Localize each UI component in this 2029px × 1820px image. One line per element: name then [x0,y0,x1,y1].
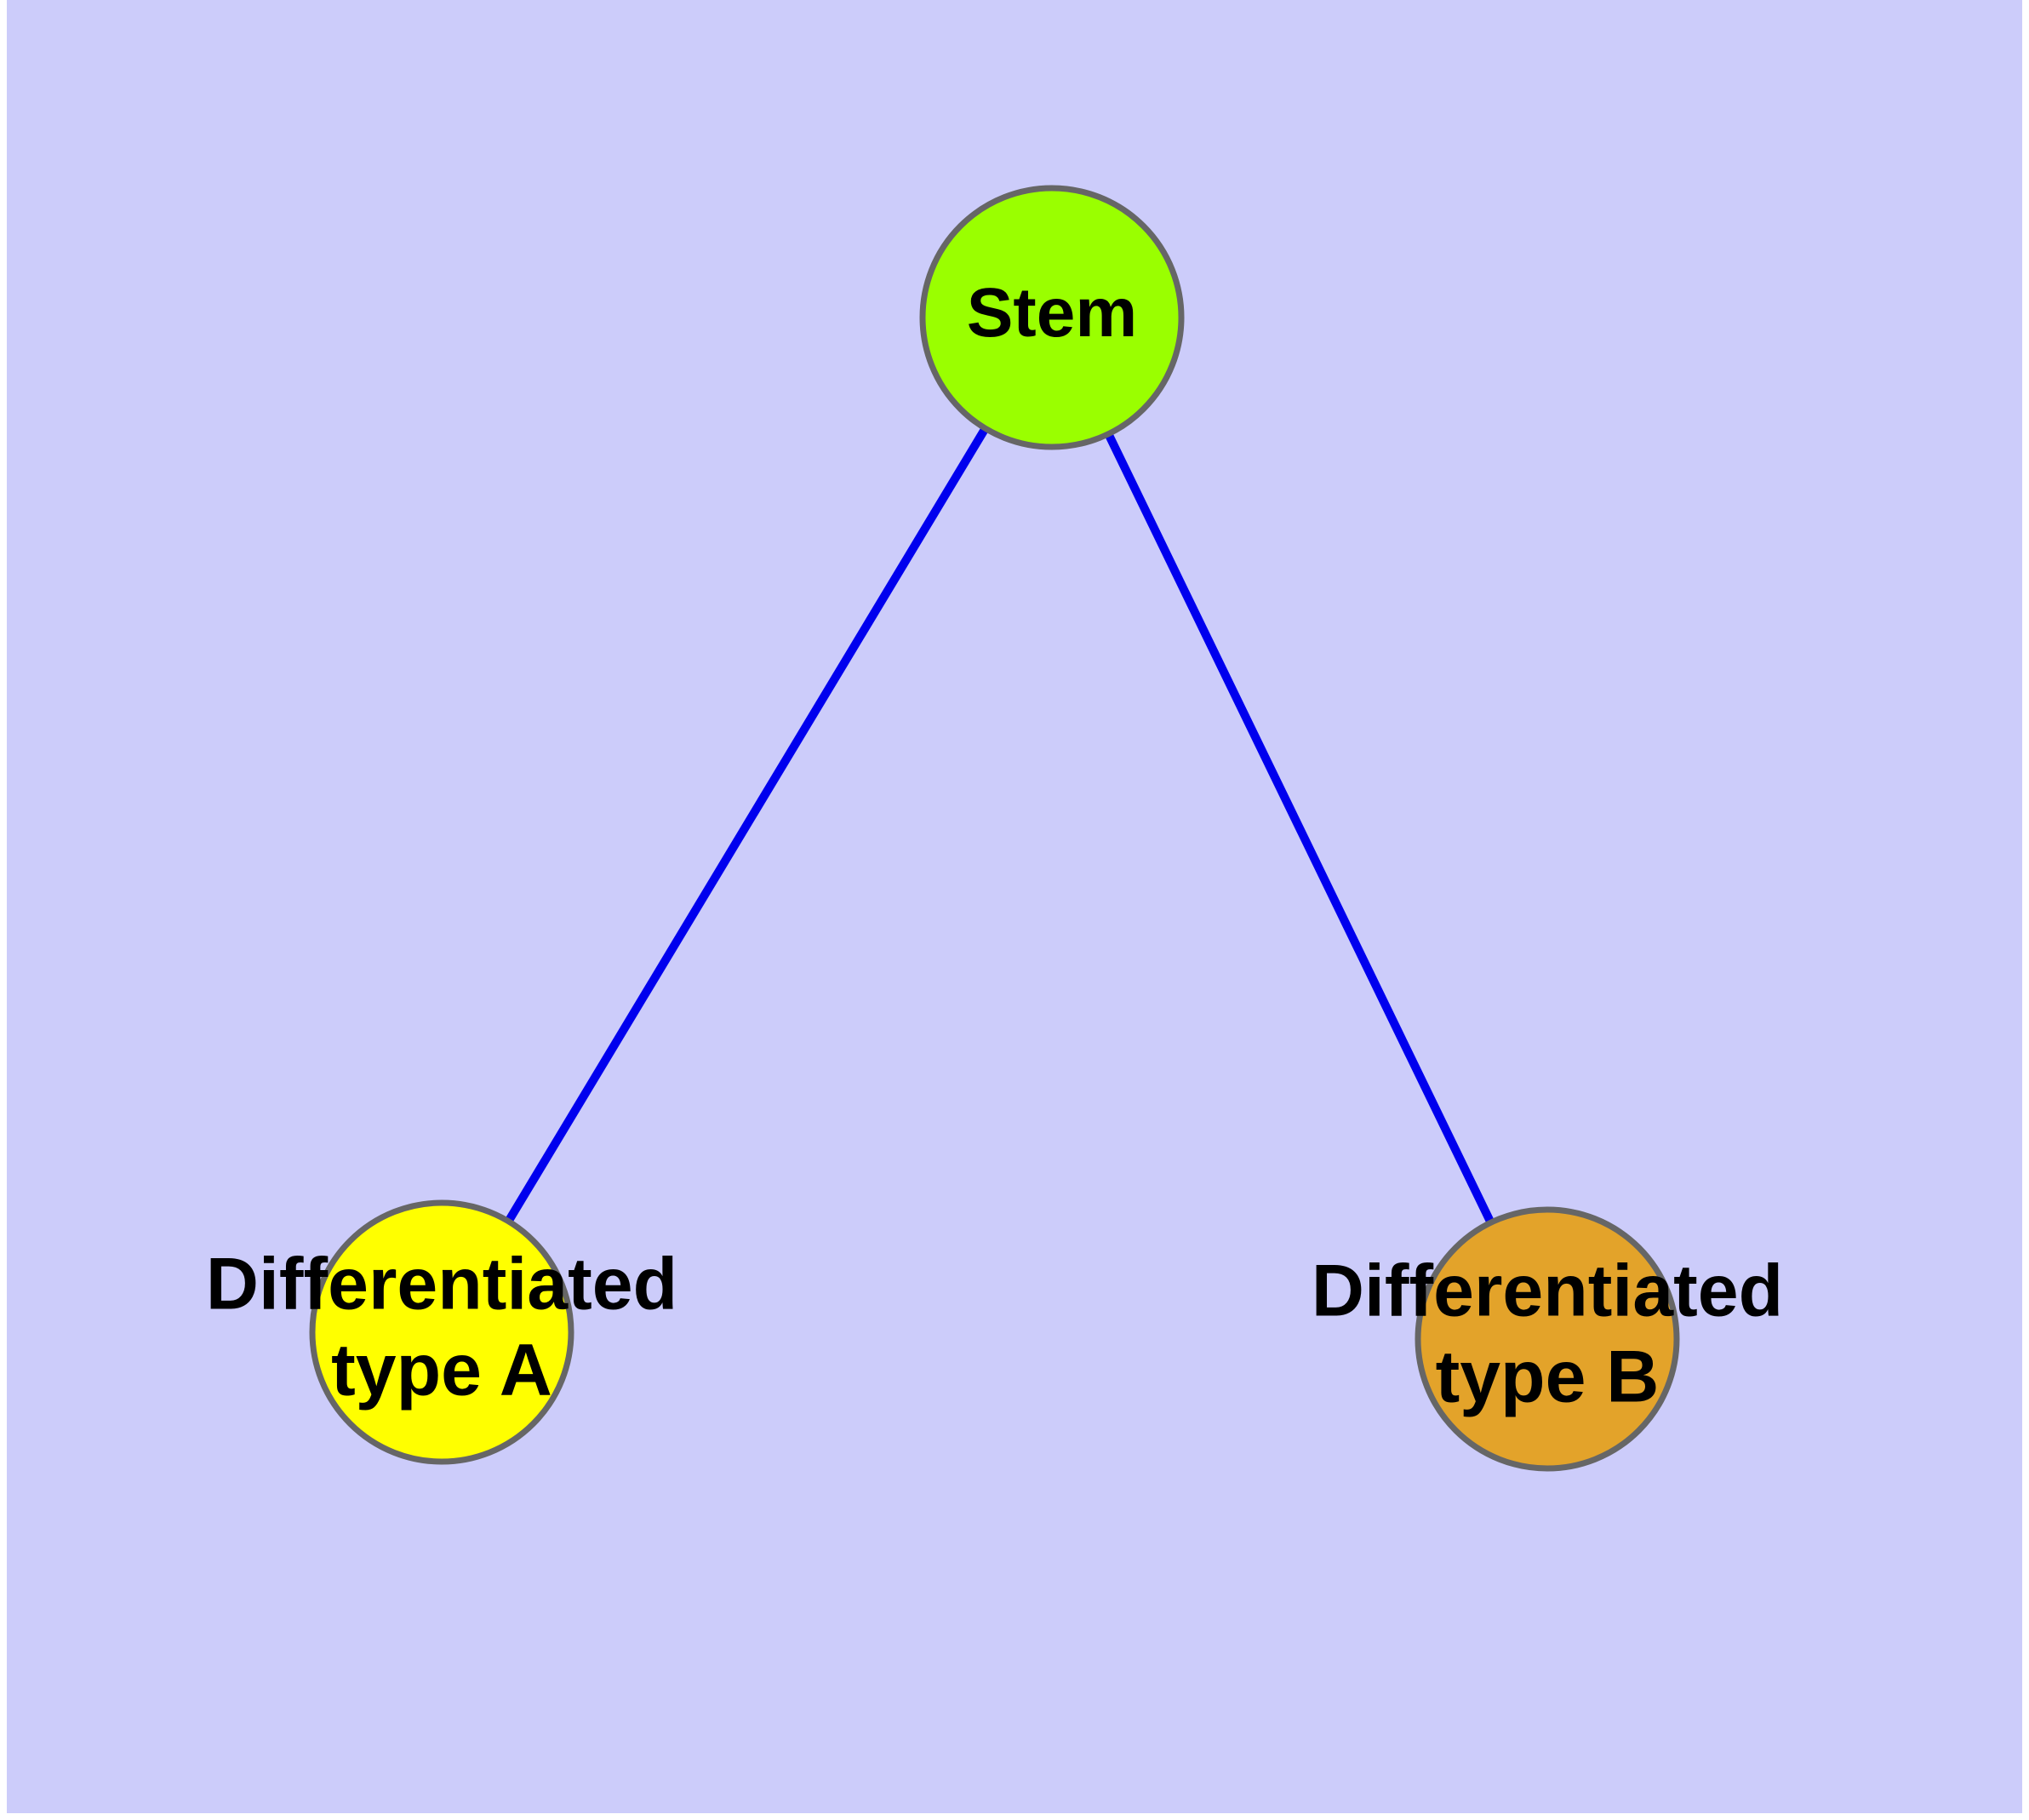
edge-stem-to-differentiated-type-b[interactable] [1048,315,1552,1342]
edge-stem-to-differentiated-type-a[interactable] [437,315,1056,1335]
node-label-line: Differentiated [1312,1250,1783,1331]
node-differentiated-type-a[interactable] [309,1199,574,1465]
node-label-line: type A [331,1329,552,1411]
node-layer [309,185,1680,1472]
node-label-line: Stem [967,274,1138,352]
node-differentiated-type-b[interactable] [1415,1206,1680,1472]
node-label-line: Differentiated [206,1243,677,1325]
edge-layer [437,315,1552,1342]
node-label-stem: Stem [967,274,1138,352]
node-stem[interactable] [919,185,1185,450]
node-label-line: type B [1436,1336,1660,1417]
